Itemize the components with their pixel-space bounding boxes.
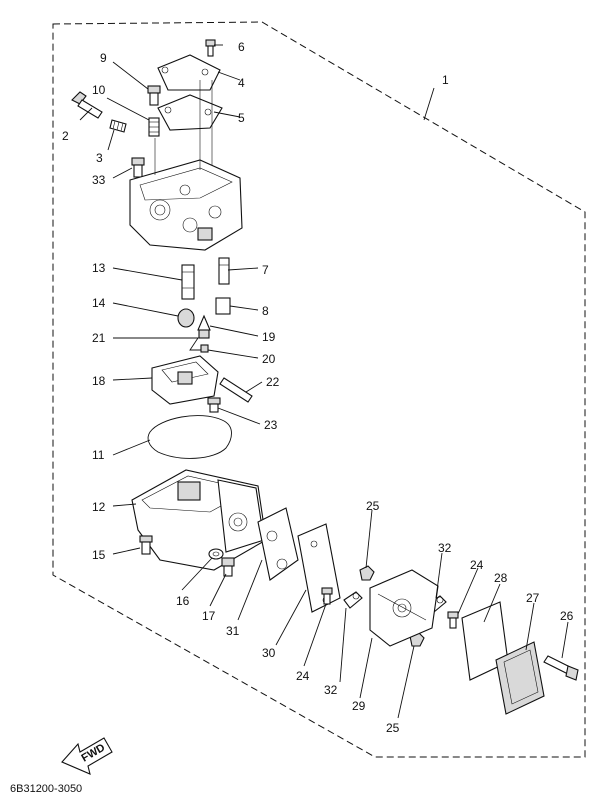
part-23-screw bbox=[207, 397, 221, 413]
callout-8: 8 bbox=[262, 304, 269, 318]
callout-16: 16 bbox=[176, 594, 190, 608]
part-27-pump-cover bbox=[495, 641, 545, 715]
callout-25-bottom: 25 bbox=[386, 721, 400, 735]
part-29-fuel-pump-body bbox=[369, 569, 439, 647]
part-3-spring bbox=[109, 119, 127, 133]
part-12-float-chamber bbox=[131, 469, 267, 571]
callout-30: 30 bbox=[262, 646, 276, 660]
callout-12: 12 bbox=[92, 500, 106, 514]
callout-24-right: 24 bbox=[470, 558, 484, 572]
callout-25-top: 25 bbox=[366, 499, 380, 513]
carburetor-body bbox=[129, 80, 243, 251]
part-22-pin bbox=[219, 377, 253, 403]
part-24-screw-left bbox=[321, 587, 333, 605]
callout-26: 26 bbox=[560, 609, 574, 623]
part-7-main-jet bbox=[218, 257, 230, 285]
callout-19: 19 bbox=[262, 330, 276, 344]
callout-20: 20 bbox=[262, 352, 276, 366]
callout-15: 15 bbox=[92, 548, 106, 562]
leader-lines bbox=[79, 44, 569, 719]
part-19-needle-valve bbox=[197, 314, 211, 339]
callout-21: 21 bbox=[92, 331, 106, 345]
callout-23: 23 bbox=[264, 418, 278, 432]
callout-14: 14 bbox=[92, 296, 106, 310]
callout-3: 3 bbox=[96, 151, 103, 165]
part-32-valve-left bbox=[343, 591, 363, 609]
part-4-cover-plate bbox=[157, 54, 221, 91]
callout-18: 18 bbox=[92, 374, 106, 388]
part-2-pilot-screw bbox=[71, 91, 103, 119]
part-18-float bbox=[151, 355, 219, 405]
callout-22: 22 bbox=[266, 375, 280, 389]
fwd-arrow-icon: FWD bbox=[61, 737, 113, 775]
callout-29: 29 bbox=[352, 699, 366, 713]
callout-4: 4 bbox=[238, 76, 245, 90]
part-16-washer bbox=[208, 548, 224, 560]
part-21-wire bbox=[178, 337, 202, 351]
part-31-gasket bbox=[257, 507, 299, 581]
part-6-screw bbox=[205, 39, 216, 57]
callout-24-left: 24 bbox=[296, 669, 310, 683]
callout-17: 17 bbox=[202, 609, 216, 623]
callout-33: 33 bbox=[92, 173, 106, 187]
part-20-clip bbox=[200, 344, 209, 353]
part-30-gasket bbox=[297, 523, 341, 613]
callout-27: 27 bbox=[526, 591, 540, 605]
callout-7: 7 bbox=[262, 263, 269, 277]
callout-1: 1 bbox=[442, 73, 449, 87]
part-11-gasket bbox=[147, 415, 232, 459]
callout-28: 28 bbox=[494, 571, 508, 585]
part-15-drain-screw bbox=[139, 535, 153, 555]
part-9-screw bbox=[147, 85, 161, 106]
callout-6: 6 bbox=[238, 40, 245, 54]
assembly-boundary bbox=[52, 21, 586, 758]
part-24-screw-right bbox=[447, 611, 459, 629]
part-33-screw bbox=[131, 157, 145, 178]
part-8-jet bbox=[215, 297, 231, 315]
part-25-nut-top bbox=[359, 565, 375, 581]
callout-32-left: 32 bbox=[324, 683, 338, 697]
callout-13: 13 bbox=[92, 261, 106, 275]
callout-2: 2 bbox=[62, 129, 69, 143]
part-17-screw bbox=[221, 557, 235, 577]
callout-32-right: 32 bbox=[438, 541, 452, 555]
part-13-jet-holder bbox=[181, 264, 195, 300]
callout-5: 5 bbox=[238, 111, 245, 125]
callout-31: 31 bbox=[226, 624, 240, 638]
callout-labels: 1 2 3 4 5 6 7 8 9 10 11 12 13 14 15 16 1… bbox=[62, 40, 574, 735]
part-5-gasket bbox=[157, 94, 223, 131]
part-10-spring bbox=[148, 117, 160, 137]
diagram-part-number: 6B31200-3050 bbox=[10, 783, 82, 795]
callout-9: 9 bbox=[100, 51, 107, 65]
part-26-screw bbox=[543, 655, 579, 681]
callout-11: 11 bbox=[92, 448, 105, 462]
part-14-plug bbox=[177, 308, 195, 328]
callout-10: 10 bbox=[92, 83, 106, 97]
